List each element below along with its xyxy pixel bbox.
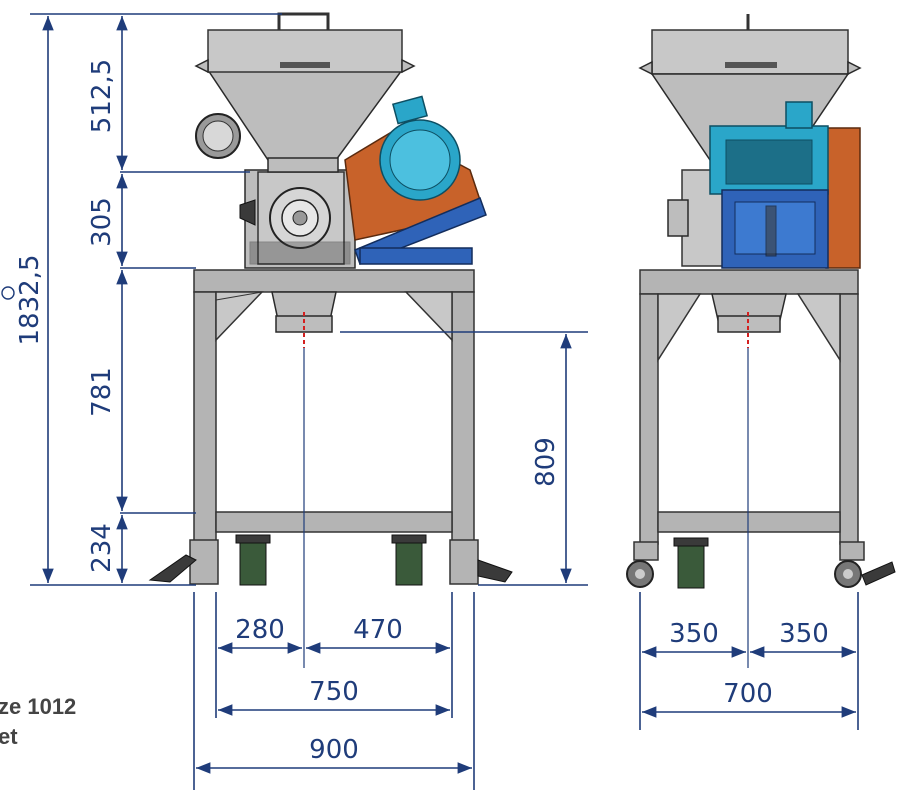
vertical-dimensions	[1, 13, 588, 586]
front-brace-right	[404, 291, 453, 342]
label-side-width: 700	[723, 679, 773, 709]
front-left-leg	[193, 291, 217, 543]
label-outer-width: 900	[309, 735, 359, 765]
label-left-offset: 280	[235, 615, 285, 645]
side-view	[626, 14, 896, 589]
front-base-rail	[359, 247, 473, 265]
label-right-offset: 470	[353, 615, 403, 645]
front-hopper-neck	[267, 157, 339, 173]
dimension-circle-icon	[1, 286, 15, 300]
front-tabletop	[193, 269, 475, 293]
front-view	[148, 12, 513, 586]
front-brace-left	[215, 291, 264, 342]
side-tabletop	[639, 269, 859, 295]
front-lid-handle	[277, 12, 330, 30]
caption-line-1: ze 1012	[0, 694, 76, 719]
label-inner-width: 750	[309, 677, 359, 707]
side-crossbar	[657, 511, 841, 533]
label-side-left: 350	[669, 619, 719, 649]
label-stand-upper: 781	[87, 367, 117, 417]
horizontal-dimensions	[193, 592, 859, 790]
front-crossbar	[215, 511, 453, 533]
label-side-right: 350	[779, 619, 829, 649]
side-casters	[626, 537, 896, 589]
side-gearbox	[825, 127, 861, 269]
front-right-leg	[451, 291, 475, 543]
side-brace-right	[796, 293, 841, 363]
label-outlet-height: 809	[531, 437, 561, 487]
caption-line-2: et	[0, 724, 18, 749]
side-brace-left	[657, 293, 702, 363]
front-feet	[148, 534, 513, 586]
side-left-leg	[639, 293, 659, 545]
label-stand-lower: 234	[87, 523, 117, 573]
side-right-leg	[839, 293, 859, 545]
label-mill-height: 305	[87, 197, 117, 247]
label-total-height: 1832,5	[15, 255, 45, 346]
label-hopper-height: 512,5	[87, 59, 117, 133]
